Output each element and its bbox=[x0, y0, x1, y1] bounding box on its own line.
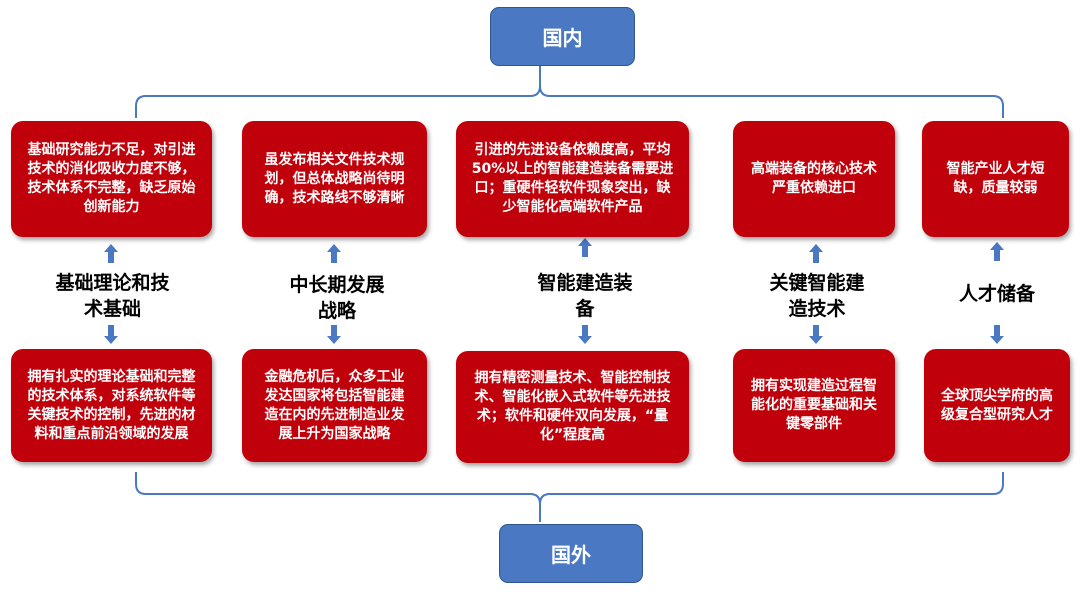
arrow-down-icon bbox=[809, 325, 823, 344]
arrow-down-icon bbox=[990, 325, 1004, 344]
domestic-box-equipment: 引进的先进设备依赖度高，平均50%以上的智能建造装备需要进口；重硬件轻软件现象突… bbox=[456, 121, 689, 237]
arrow-up-icon bbox=[578, 238, 592, 257]
domestic-box-talent: 智能产业人才短缺，质量较弱 bbox=[922, 121, 1069, 237]
domestic-box-technology: 高端装备的核心技术严重依赖进口 bbox=[733, 121, 895, 237]
foreign-box-strategy: 金融危机后，众多工业发达国家将包括智能建造在内的先进制造业发展上升为国家战略 bbox=[242, 349, 427, 462]
foreign-box-technology: 拥有实现建造过程智能化的重要基础和关键零部件 bbox=[733, 349, 895, 462]
foreign-box-talent: 全球顶尖学府的高级复合型研究人才 bbox=[924, 349, 1070, 462]
arrow-up-icon bbox=[327, 244, 341, 263]
category-label-strategy: 中长期发展战略 bbox=[289, 274, 385, 322]
arrow-up-icon bbox=[104, 244, 118, 263]
arrow-down-icon bbox=[104, 325, 118, 344]
arrow-up-icon bbox=[990, 242, 1004, 261]
category-label-equipment: 智能建造装备 bbox=[537, 272, 633, 320]
foreign-box-equipment: 拥有精密测量技术、智能控制技术、智能化嵌入式软件等先进技术；软件和硬件双向发展，… bbox=[456, 351, 689, 463]
foreign-footer: 国外 bbox=[499, 524, 643, 583]
category-label-theory: 基础理论和技术基础 bbox=[55, 272, 170, 320]
category-label-talent: 人才储备 bbox=[958, 283, 1035, 305]
arrow-up-icon bbox=[809, 244, 823, 263]
arrow-down-icon bbox=[327, 325, 341, 344]
domestic-box-strategy: 虽发布相关文件技术规划，但总体战略尚待明确，技术路线不够清晰 bbox=[242, 121, 427, 237]
domestic-header: 国内 bbox=[490, 7, 635, 66]
arrow-down-icon bbox=[578, 325, 592, 344]
foreign-box-theory: 拥有扎实的理论基础和完整的技术体系，对系统软件等关键技术的控制，先进的材料和重点… bbox=[11, 349, 212, 462]
domestic-box-theory: 基础研究能力不足，对引进技术的消化吸收力度不够，技术体系不完整，缺乏原始创新能力 bbox=[11, 121, 212, 237]
category-label-technology: 关键智能建造技术 bbox=[769, 272, 865, 320]
